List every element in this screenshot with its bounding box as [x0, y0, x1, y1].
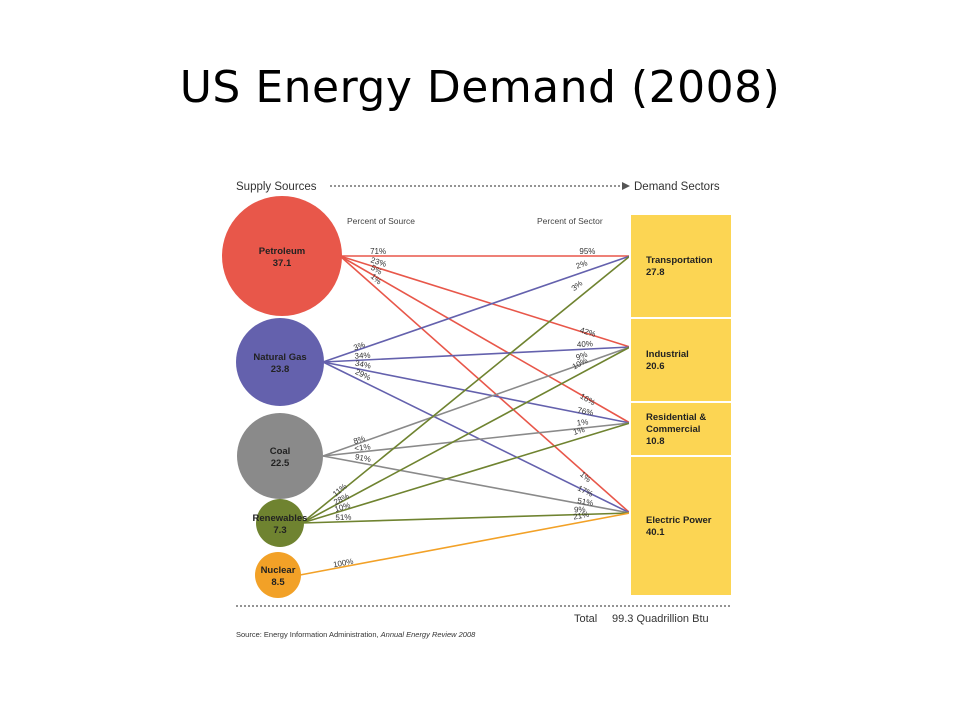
flows-layer [299, 255, 631, 576]
flow-renewables-to-rescom [301, 422, 631, 524]
demand-sectors-label: Demand Sectors [634, 181, 720, 193]
flow-gas-to-transport [322, 255, 631, 363]
header-arrow-head [622, 182, 630, 190]
source-note: Source: Energy Information Administratio… [236, 630, 476, 639]
slide-title: US Energy Demand (2008) [179, 62, 781, 113]
flow-petroleum-to-industrial [339, 255, 631, 348]
sector-percent-label: 1% [576, 417, 588, 427]
source-percent-label: 100% [332, 557, 354, 570]
sector-value: 27.8 [646, 267, 665, 278]
source-percent-label: 71% [370, 247, 386, 256]
sector-percent-label: 40% [577, 339, 593, 349]
sector-percent-label: 76% [577, 406, 594, 418]
source-percent-label: 10% [333, 501, 351, 514]
flow-coal-to-industrial [322, 346, 631, 457]
sector-percent-label: 9% [574, 505, 586, 514]
sector-value: 10.8 [646, 436, 665, 447]
flow-coal-to-rescom [322, 422, 631, 457]
source-percent-label: 8% [352, 434, 366, 446]
source-percent-label: 51% [335, 513, 351, 522]
flow-petroleum-to-rescom [339, 255, 631, 424]
sector-percent-label: 51% [577, 496, 594, 508]
source-name: Coal [270, 446, 291, 457]
total-value: 99.3 Quadrillion Btu [612, 613, 709, 625]
flow-gas-to-electric [322, 361, 631, 514]
sector-percent-label: 1% [572, 425, 586, 437]
sector-percent-label: 21% [573, 510, 590, 522]
sector-percent-label: 16% [578, 392, 596, 408]
sector-name: Commercial [646, 424, 700, 435]
sector-name: Industrial [646, 349, 689, 360]
sector-name: Electric Power [646, 515, 712, 526]
source-circle-nuclear [255, 552, 301, 598]
source-name: Petroleum [259, 246, 305, 257]
source-circle-renewables [256, 499, 304, 547]
source-circle-gas [236, 318, 324, 406]
source-percent-label: 3% [352, 340, 366, 352]
sector-box-electric [629, 455, 733, 597]
source-percent-label: 34% [354, 351, 370, 361]
flow-gas-to-rescom [322, 361, 631, 424]
source-circle-coal [237, 413, 323, 499]
percent-of-source-label: Percent of Source [347, 216, 415, 226]
sector-percent-label: 3% [570, 279, 585, 293]
sector-percent-label: 2% [575, 258, 589, 270]
sector-value: 40.1 [646, 527, 665, 538]
source-percent-label: <1% [354, 442, 371, 453]
sector-name: Residential & [646, 412, 706, 423]
source-value: 8.5 [271, 577, 285, 588]
sector-percent-label: 42% [579, 326, 597, 339]
source-circle-petroleum [222, 196, 342, 316]
flow-renewables-to-transport [301, 255, 631, 524]
total-label: Total [574, 613, 597, 625]
source-name: Renewables [253, 513, 308, 524]
sector-box-rescom [629, 401, 733, 457]
percent-of-sector-label: Percent of Sector [537, 216, 603, 226]
flow-gas-to-industrial [322, 346, 631, 363]
source-percent-label: 91% [354, 452, 371, 464]
source-value: 7.3 [273, 525, 286, 536]
flow-nuclear-to-electric [299, 512, 631, 576]
sector-name: Transportation [646, 255, 713, 266]
source-percent-label: 34% [354, 359, 371, 371]
supply-sources-label: Supply Sources [236, 181, 317, 193]
flow-coal-to-electric [322, 455, 631, 514]
source-name: Natural Gas [253, 352, 306, 363]
sector-box-transport [629, 213, 733, 319]
sector-value: 20.6 [646, 361, 665, 372]
source-value: 37.1 [273, 258, 292, 269]
source-value: 22.5 [271, 458, 290, 469]
source-note-italic: Annual Energy Review 2008 [380, 630, 476, 639]
flow-petroleum-to-electric [339, 255, 631, 514]
source-note-prefix: Source: Energy Information Administratio… [236, 630, 381, 639]
source-name: Nuclear [261, 565, 296, 576]
flow-renewables-to-industrial [301, 346, 631, 524]
flow-renewables-to-electric [301, 512, 631, 524]
sector-percent-label: 1% [578, 470, 593, 484]
sector-percent-label: 95% [579, 247, 595, 256]
sector-box-industrial [629, 317, 733, 403]
sector-percent-label: 9% [575, 350, 589, 362]
source-value: 23.8 [271, 364, 290, 375]
